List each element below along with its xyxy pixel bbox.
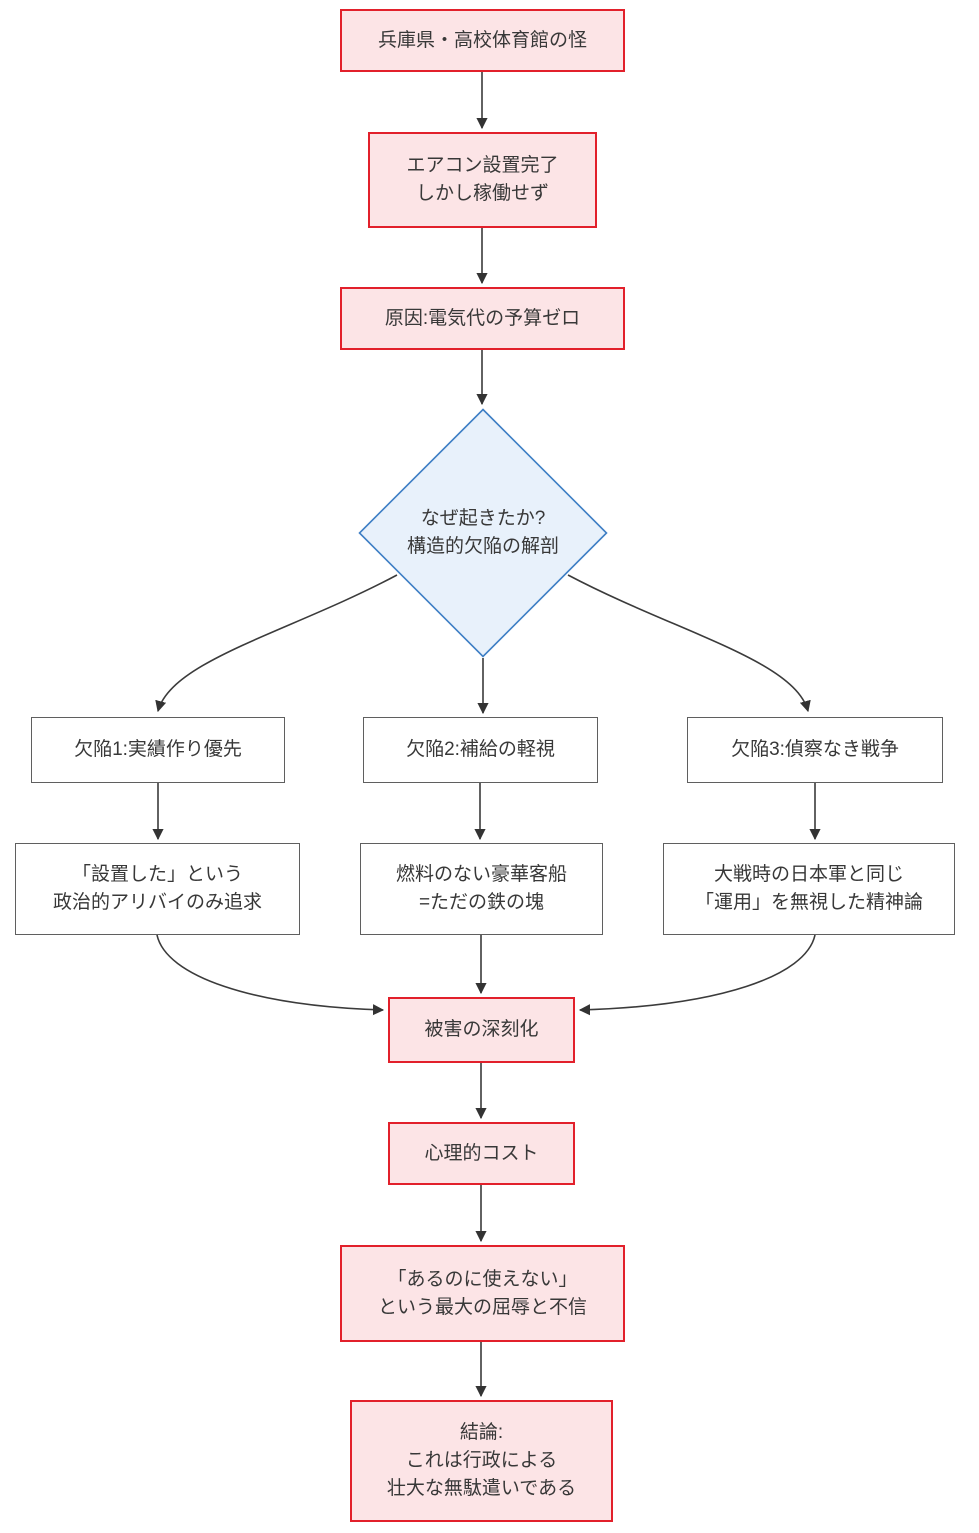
edge-detail1-damage xyxy=(156,934,385,1016)
diamond-shape-icon xyxy=(358,408,608,658)
node-damage: 被害の深刻化 xyxy=(388,997,575,1063)
node-defect3-detail-label: 大戦時の日本軍と同じ 「運用」を無視した精神論 xyxy=(694,864,923,913)
node-defect3: 欠陥3:偵察なき戦争 xyxy=(687,717,943,783)
node-install: エアコン設置完了 しかし稼働せず xyxy=(368,132,597,228)
node-defect2: 欠陥2:補給の軽視 xyxy=(363,717,598,783)
node-defect2-detail-label: 燃料のない豪華客船 =ただの鉄の塊 xyxy=(395,864,567,913)
node-defect3-detail: 大戦時の日本軍と同じ 「運用」を無視した精神論 xyxy=(663,843,955,935)
node-defect2-detail: 燃料のない豪華客船 =ただの鉄の塊 xyxy=(360,843,603,935)
node-conclusion: 結論: これは行政による 壮大な無駄遣いである xyxy=(350,1400,613,1522)
node-why-label: なぜ起きたか? 構造的欠陥の解剖 xyxy=(406,508,559,557)
node-humiliation: 「あるのに使えない」 という最大の屈辱と不信 xyxy=(340,1245,625,1342)
node-cost-label: 心理的コスト xyxy=(424,1142,539,1164)
node-why-decision: なぜ起きたか? 構造的欠陥の解剖 xyxy=(358,408,608,658)
node-cause: 原因:電気代の予算ゼロ xyxy=(340,287,625,350)
node-defect1: 欠陥1:実績作り優先 xyxy=(31,717,285,783)
node-start-label: 兵庫県・高校体育館の怪 xyxy=(377,29,587,51)
edge-detail3-damage xyxy=(578,934,816,1016)
node-damage-label: 被害の深刻化 xyxy=(424,1019,539,1040)
node-start: 兵庫県・高校体育館の怪 xyxy=(340,9,625,72)
node-defect1-label: 欠陥1:実績作り優先 xyxy=(74,739,242,760)
node-humiliation-label: 「あるのに使えない」 という最大の屈辱と不信 xyxy=(377,1268,587,1318)
node-defect3-label: 欠陥3:偵察なき戦争 xyxy=(731,739,899,760)
node-cost: 心理的コスト xyxy=(388,1122,575,1185)
node-install-label: エアコン設置完了 しかし稼働せず xyxy=(406,155,559,204)
node-defect1-detail-label: 「設置した」という 政治的アリバイのみ追求 xyxy=(52,864,262,913)
node-defect2-label: 欠陥2:補給の軽視 xyxy=(406,739,555,760)
node-cause-label: 原因:電気代の予算ゼロ xyxy=(384,307,581,329)
node-defect1-detail: 「設置した」という 政治的アリバイのみ追求 xyxy=(15,843,300,935)
node-conclusion-label: 結論: これは行政による 壮大な無駄遣いである xyxy=(386,1422,577,1499)
